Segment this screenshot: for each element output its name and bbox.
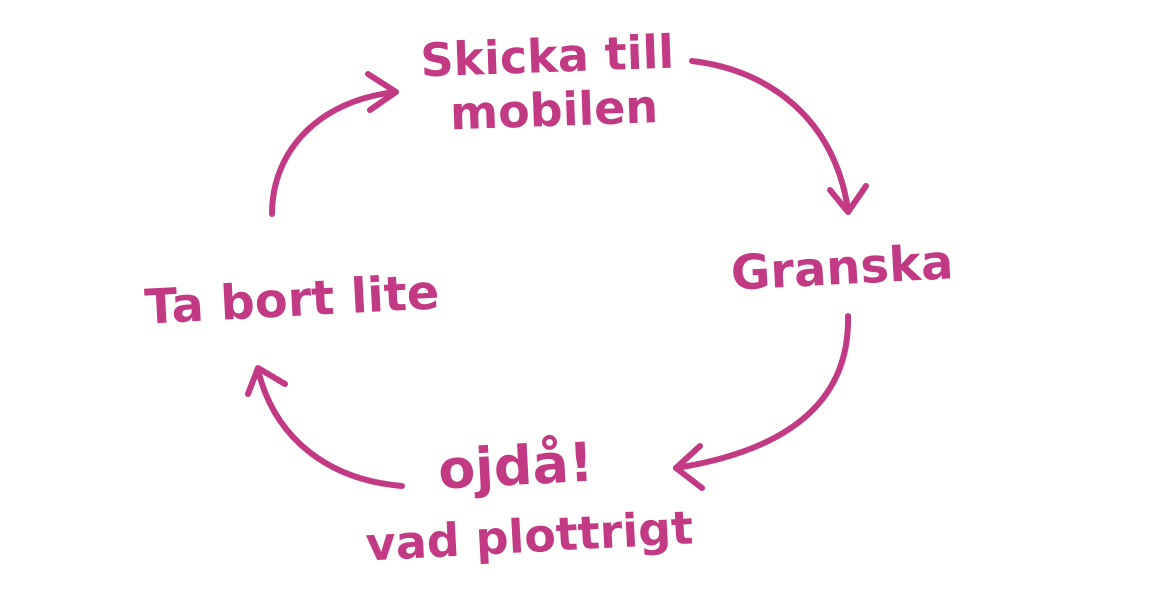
arrow-oops-to-remove xyxy=(245,365,405,489)
node-send-to-mobile: Skicka till mobilen xyxy=(419,25,674,141)
node-send-line-2: mobilen xyxy=(449,79,659,140)
arrow-remove-to-send-shaft xyxy=(269,89,399,217)
arrow-review-to-oops-head xyxy=(673,443,705,491)
arrow-review-to-oops-shaft xyxy=(673,313,852,471)
node-oops-line-2: vad plottrigt xyxy=(364,500,694,571)
arrow-oops-to-remove-head xyxy=(245,365,288,397)
arrow-send-to-review-shaft xyxy=(689,58,851,213)
node-oops: ojdå! vad plottrigt xyxy=(364,431,694,572)
node-remove: Ta bort lite xyxy=(143,264,440,335)
node-review-label: Granska xyxy=(729,234,954,302)
node-oops-line-1: ojdå! xyxy=(436,431,594,502)
arrow-send-to-review-head xyxy=(827,183,869,215)
node-send-line-1: Skicka till xyxy=(419,25,674,88)
arrow-oops-to-remove-shaft xyxy=(255,367,405,489)
arrow-review-to-oops xyxy=(673,313,852,491)
node-remove-label: Ta bort lite xyxy=(143,264,440,335)
arrow-remove-to-send xyxy=(269,71,399,217)
arrow-send-to-review xyxy=(689,58,869,215)
node-review: Granska xyxy=(729,234,954,302)
arrow-remove-to-send-head xyxy=(365,71,399,113)
